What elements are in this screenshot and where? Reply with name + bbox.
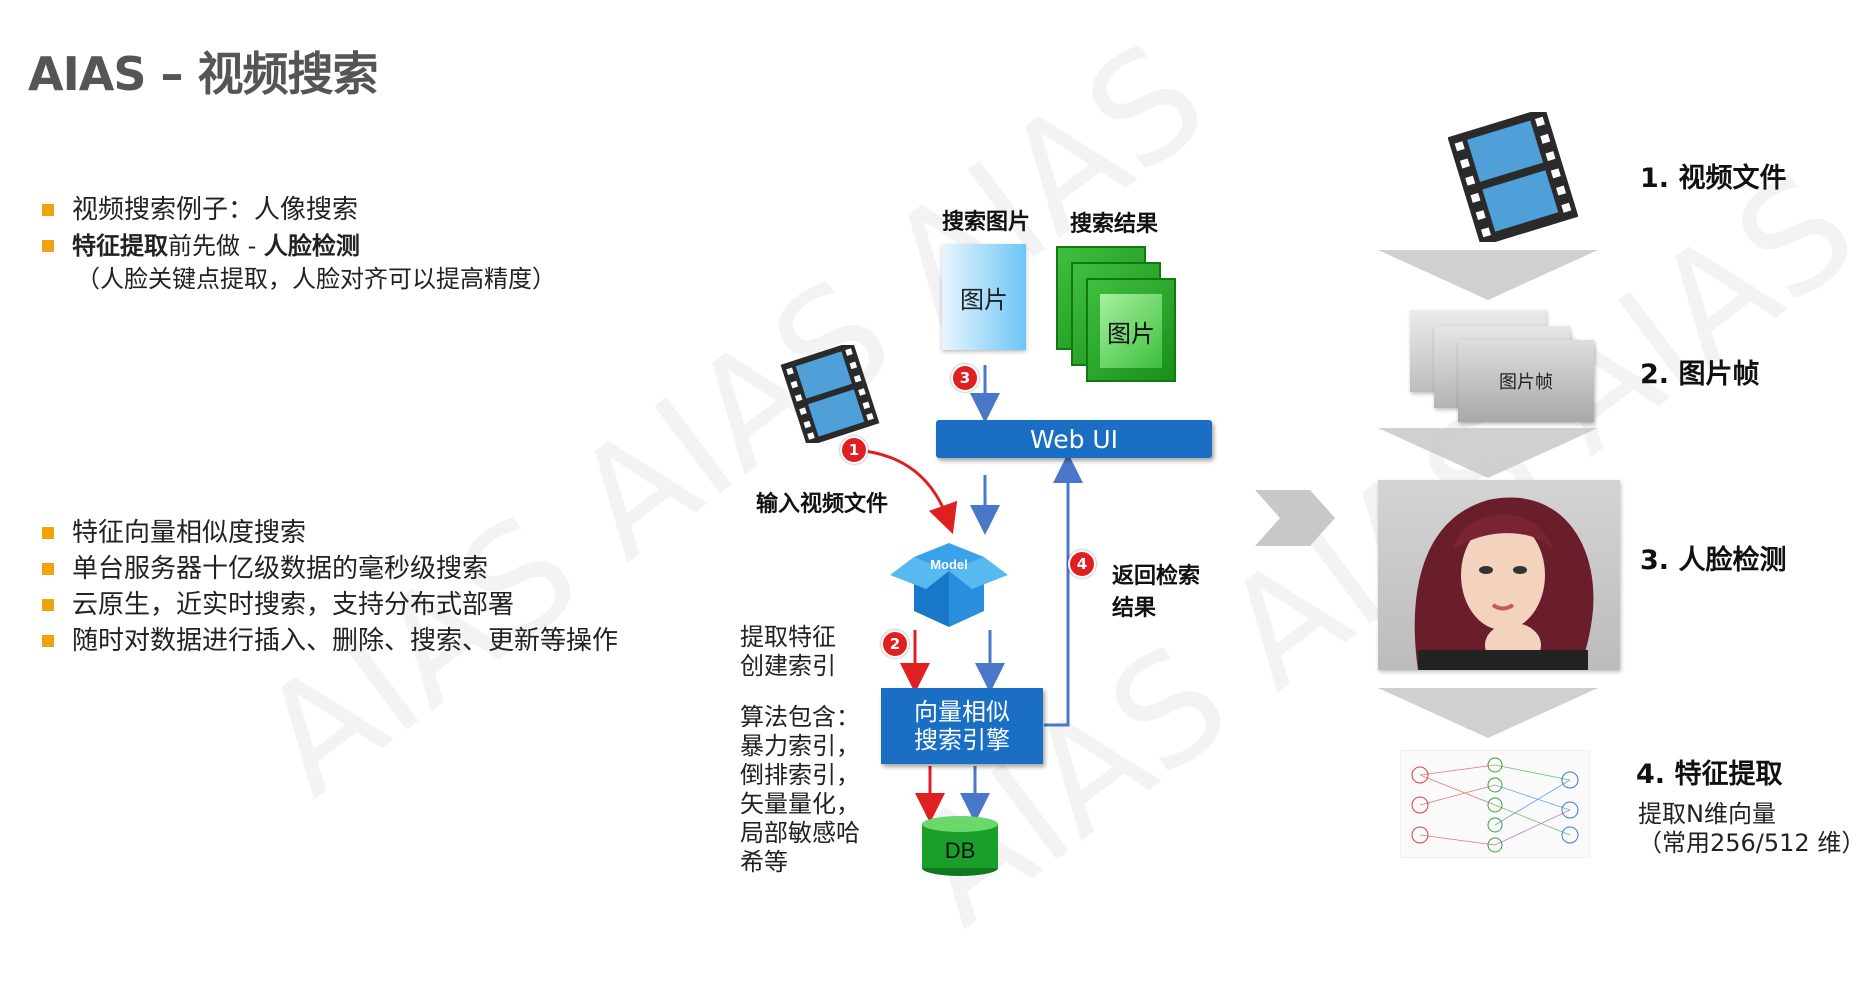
pipeline-step-video: 1. 视频文件 <box>1640 163 1787 194</box>
extract-feature-line: 创建索引 <box>740 652 836 680</box>
chevron-down-icon <box>1378 250 1598 300</box>
return-result-line: 返回检索 <box>1112 564 1201 589</box>
webui-box: Web UI <box>936 420 1212 458</box>
chevron-down-icon <box>1378 688 1598 738</box>
search-result-label: 搜索结果 <box>1070 212 1159 237</box>
neural-network-diagram <box>1400 750 1590 858</box>
search-image-label: 搜索图片 <box>942 210 1031 235</box>
bullet-bold-face: 人脸检测 <box>263 232 360 260</box>
bullet-item: 随时对数据进行插入、删除、搜索、更新等操作 <box>42 623 618 659</box>
feature-desc-line: 提取N维向量 <box>1638 800 1776 828</box>
algorithm-text: 算法包含： 暴力索引， 倒排索引， 矢量量化， 局部敏感哈 希等 <box>740 703 860 877</box>
vector-search-engine-box: 向量相似 搜索引擎 <box>881 688 1043 764</box>
algorithm-line: 局部敏感哈 <box>740 819 860 847</box>
database-icon: DB <box>922 816 998 876</box>
step-badge: 4 <box>1068 550 1096 578</box>
bullet-text: 随时对数据进行插入、删除、搜索、更新等操作 <box>72 626 619 656</box>
bullet-text: 单台服务器十亿级数据的毫秒级搜索 <box>72 554 489 584</box>
extract-feature-line: 提取特征 <box>740 623 836 651</box>
bottom-bullet-list: 特征向量相似度搜索 单台服务器十亿级数据的毫秒级搜索 云原生，近实时搜索，支持分… <box>42 515 618 659</box>
bullet-item: 特征提取前先做 - 人脸检测 （人脸关键点提取，人脸对齐可以提高精度） <box>42 228 556 294</box>
top-bullet-list: 视频搜索例子：人像搜索 特征提取前先做 - 人脸检测 （人脸关键点提取，人脸对齐… <box>42 192 556 294</box>
bullet-text: 特征向量相似度搜索 <box>72 518 307 548</box>
page-title: AIAS – 视频搜索 <box>28 47 378 101</box>
bullet-text: 视频搜索例子：人像搜索 <box>72 195 359 225</box>
search-image-card: 图片 <box>942 244 1026 350</box>
feature-extract-desc: 提取N维向量 （常用256/512 维） <box>1638 800 1860 858</box>
search-image-text: 图片 <box>960 285 1008 314</box>
input-video-label: 输入视频文件 <box>756 492 889 517</box>
bullet-item: 特征向量相似度搜索 <box>42 515 618 551</box>
bullet-item: 视频搜索例子：人像搜索 <box>42 192 556 228</box>
feature-desc-line: （常用256/512 维） <box>1638 829 1860 857</box>
arrow-video-to-model <box>854 448 958 535</box>
algorithm-line: 暴力索引， <box>740 732 860 760</box>
pipeline-step-feature: 4. 特征提取 <box>1636 759 1783 790</box>
arrow-return-to-webui <box>1044 453 1083 727</box>
model-box-icon: Model <box>890 543 1008 627</box>
step-badge: 2 <box>881 630 909 658</box>
bullet-item: 云原生，近实时搜索，支持分布式部署 <box>42 587 618 623</box>
algorithm-line: 希等 <box>740 848 788 876</box>
bullet-text: 云原生，近实时搜索，支持分布式部署 <box>72 590 515 620</box>
webui-label: Web UI <box>1029 424 1119 454</box>
bullet-text: 前先做 - <box>168 232 264 260</box>
frame-card-front: 图片帧 <box>1458 340 1594 422</box>
extract-feature-text: 提取特征 创建索引 <box>740 623 836 681</box>
chevron-down-icon <box>1378 428 1598 478</box>
video-film-icon <box>780 345 880 443</box>
engine-label-line: 搜索引擎 <box>914 726 1010 754</box>
face-portrait-image <box>1414 497 1594 670</box>
pipeline-step-frames: 2. 图片帧 <box>1640 359 1760 390</box>
frame-text: 图片帧 <box>1499 372 1553 393</box>
algorithm-line: 倒排索引， <box>740 761 860 789</box>
return-result-label: 返回检索 结果 <box>1112 558 1200 622</box>
result-card-front: 图片 <box>1086 278 1176 382</box>
video-film-icon <box>1448 112 1578 242</box>
step-badge: 1 <box>840 436 868 464</box>
result-image-text: 图片 <box>1107 319 1155 348</box>
bullet-subtext: （人脸关键点提取，人脸对齐可以提高精度） <box>76 265 556 293</box>
face-photo <box>1378 480 1620 670</box>
pipeline-step-face: 3. 人脸检测 <box>1640 545 1787 576</box>
step-badge: 3 <box>951 364 979 392</box>
model-label: Model <box>930 557 968 572</box>
bullet-bold-feature: 特征提取 <box>72 232 168 260</box>
search-result-stack: 图片 <box>1056 246 1176 386</box>
frame-stack: 图片帧 <box>1410 310 1594 425</box>
algorithm-line: 算法包含： <box>740 703 860 731</box>
engine-label-line: 向量相似 <box>914 698 1010 726</box>
chevron-right-icon <box>1255 490 1335 546</box>
return-result-line: 结果 <box>1112 596 1157 621</box>
algorithm-line: 矢量量化， <box>740 790 860 818</box>
db-label: DB <box>945 838 976 863</box>
bullet-item: 单台服务器十亿级数据的毫秒级搜索 <box>42 551 618 587</box>
